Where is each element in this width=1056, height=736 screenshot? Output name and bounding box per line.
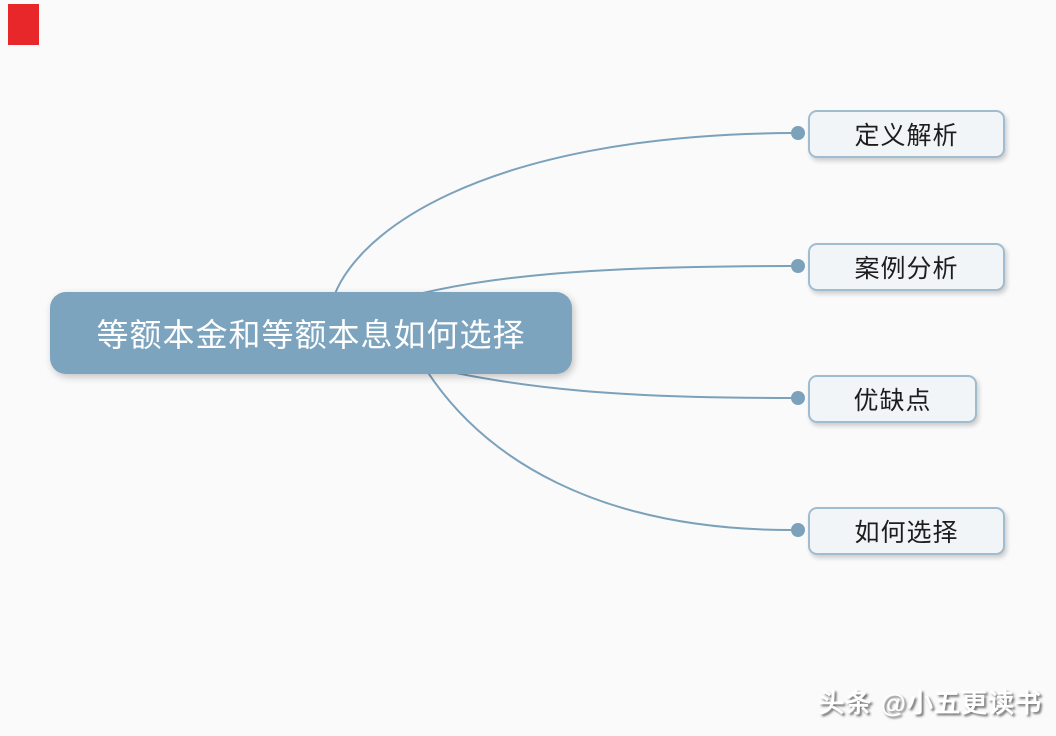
root-topic-node[interactable]: 等额本金和等额本息如何选择 (50, 292, 572, 374)
node-pros-cons[interactable]: 优缺点 (808, 375, 977, 423)
connector-dot-choose (791, 523, 805, 537)
red-marker (8, 4, 39, 45)
connector-curve-definition (329, 132, 792, 311)
connector-dot-definition (791, 126, 805, 140)
connector-dot-pros-cons (791, 391, 805, 405)
connector-curve-choose (419, 359, 792, 531)
node-how-to-choose[interactable]: 如何选择 (808, 507, 1005, 555)
node-case-analysis[interactable]: 案例分析 (808, 243, 1005, 291)
connector-dot-case (791, 259, 805, 273)
node-definition-analysis[interactable]: 定义解析 (808, 110, 1005, 158)
watermark: 头条 @小五更读书 (818, 688, 1042, 718)
